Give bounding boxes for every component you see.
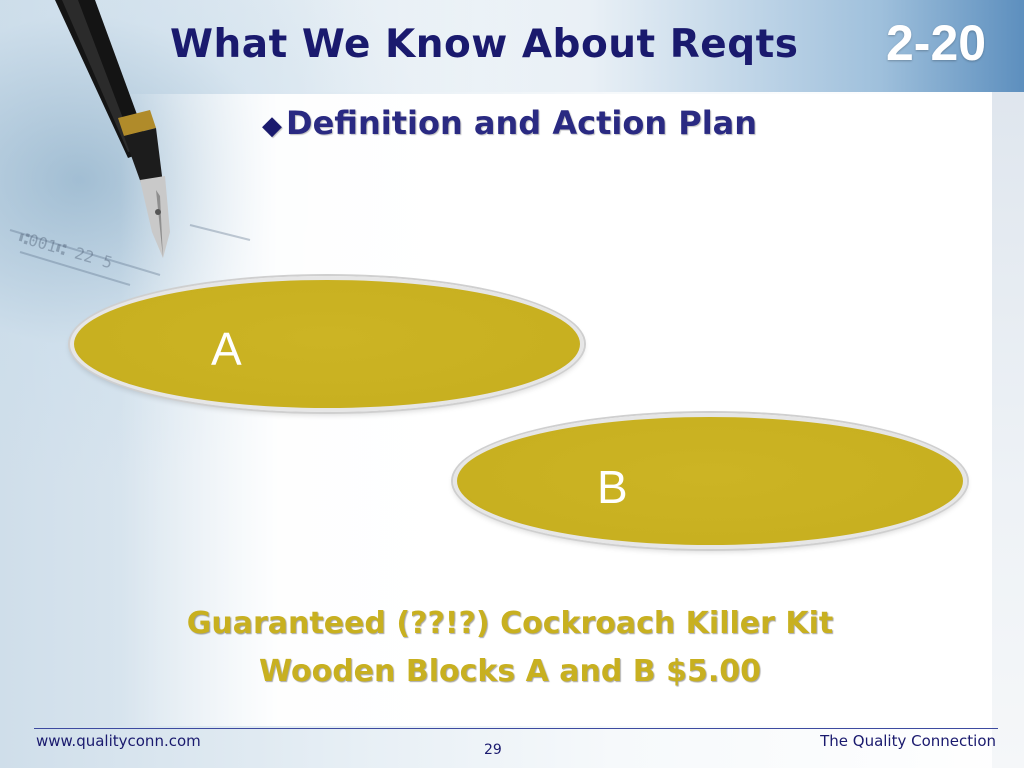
footer-website: www.qualityconn.com bbox=[36, 732, 201, 750]
footer-company: The Quality Connection bbox=[820, 732, 996, 750]
subtitle-text: Definition and Action Plan bbox=[286, 104, 758, 142]
slide-title: What We Know About Reqts bbox=[170, 22, 799, 67]
block-b-ellipse bbox=[453, 413, 967, 549]
caption-line-2: Wooden Blocks A and B $5.00 bbox=[258, 654, 762, 689]
fountain-pen-image: ⑆001⑆ 22 5 bbox=[9, 0, 251, 286]
diamond-bullet-icon: ◆ bbox=[262, 111, 282, 141]
slide-section-number: 2-20 bbox=[886, 15, 987, 71]
right-edge-band bbox=[992, 92, 1024, 768]
footer-divider bbox=[34, 728, 998, 729]
block-a-ellipse bbox=[70, 276, 584, 412]
block-a-label: A bbox=[211, 323, 242, 375]
subtitle-bullet: ◆Definition and Action Plan bbox=[262, 104, 757, 142]
caption-line-1: Guaranteed (??!?) Cockroach Killer Kit bbox=[186, 606, 834, 641]
page-number: 29 bbox=[484, 742, 502, 758]
block-b-label: B bbox=[597, 461, 628, 513]
header-band bbox=[300, 0, 1024, 92]
